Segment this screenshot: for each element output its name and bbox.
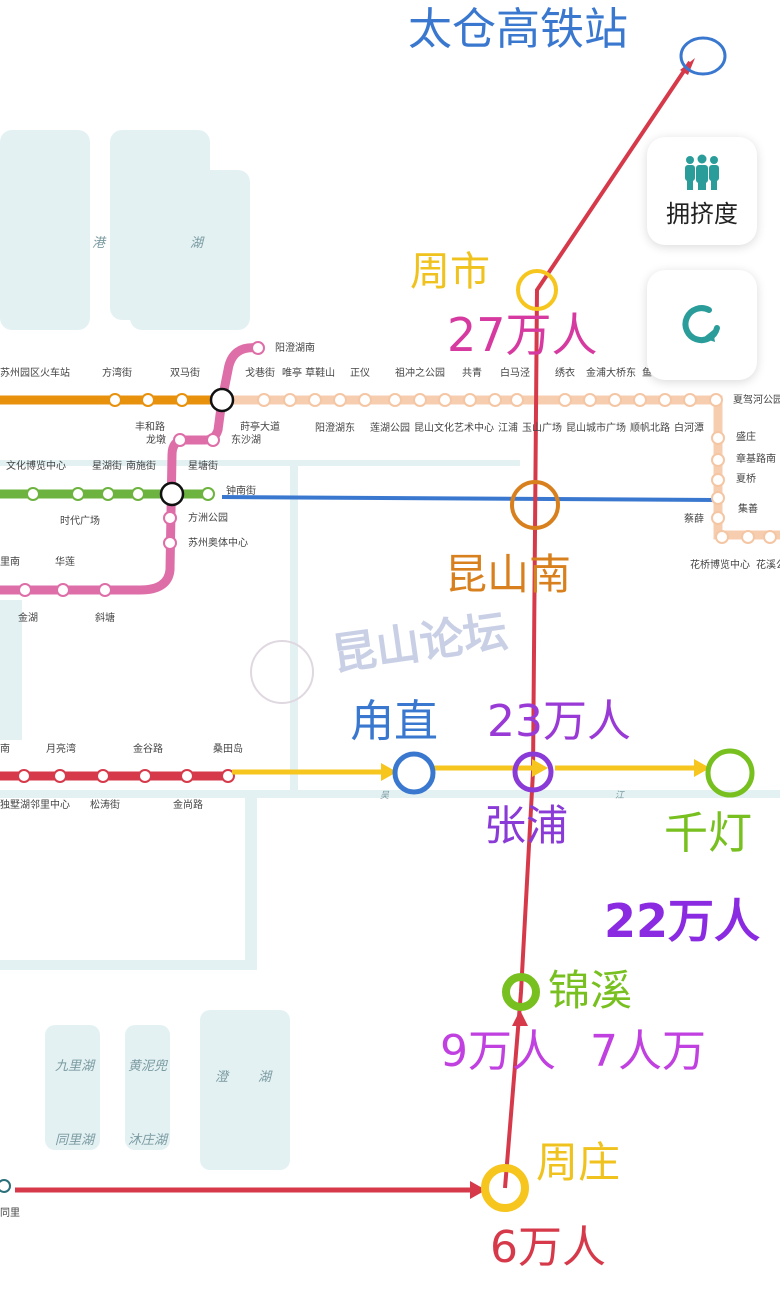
station-label[interactable]: 方洲公园 — [188, 513, 228, 524]
station-label[interactable]: 南 — [0, 744, 10, 755]
station-label[interactable]: 时代广场 — [60, 516, 100, 527]
station-label[interactable]: 阳澄湖南 — [275, 343, 315, 354]
station-label[interactable]: 鱼 — [642, 368, 652, 379]
lake-label: 澄 — [215, 1070, 229, 1085]
station-label[interactable]: 莳亭大道 — [240, 422, 280, 433]
station-label[interactable]: 金湖 — [18, 613, 38, 624]
station-zhouzhuang: 周庄 — [536, 1138, 621, 1187]
count-zhouzhuang: 6万人 — [490, 1222, 606, 1273]
station-label[interactable]: 蔡薛 — [684, 514, 704, 525]
station-label[interactable]: 桑田岛 — [213, 744, 243, 755]
station-label[interactable]: 绣衣 — [555, 368, 575, 379]
station-zhoushi: 周市 — [410, 249, 490, 295]
stations — [0, 341, 777, 1193]
station-label[interactable]: 月亮湾 — [46, 744, 76, 755]
station-label[interactable]: 共青 — [462, 368, 482, 379]
station-label[interactable]: 集善 — [738, 504, 758, 515]
station-label[interactable]: 顺帆北路 — [630, 423, 670, 434]
station-label[interactable]: 星湖街 — [92, 461, 122, 472]
station-label[interactable]: 双马街 — [170, 368, 200, 379]
station-label[interactable]: 松涛街 — [90, 800, 120, 811]
station-label[interactable]: 苏州奥体中心 — [188, 538, 248, 549]
station-label[interactable]: 龙墩 — [146, 435, 166, 446]
crowding-button[interactable]: 拥挤度 — [647, 137, 757, 245]
station-label[interactable]: 白河潭 — [674, 423, 704, 434]
station-label[interactable]: 方湾街 — [102, 368, 132, 379]
lake-label: 同里湖 — [55, 1133, 95, 1148]
station-label[interactable]: 莲湖公园 — [370, 423, 410, 434]
station-label[interactable]: 章基路南 — [736, 454, 776, 465]
count-qiandeng: 22万人 — [604, 894, 761, 948]
lake-label: 吴 — [380, 791, 390, 801]
count-jinxi-2: 7人万 — [590, 1026, 706, 1077]
station-luzhi: 甪直 — [350, 696, 438, 747]
station-label[interactable]: 盛庄 — [736, 432, 756, 443]
station-label[interactable]: 白马泾 — [500, 368, 530, 379]
station-label[interactable]: 里南 — [0, 557, 20, 568]
watermark-logo — [250, 640, 314, 704]
lake-label: 沐庄湖 — [128, 1133, 168, 1148]
station-label[interactable]: 星塘街 — [188, 461, 218, 472]
lake-label: 湖 — [258, 1070, 272, 1085]
station-label[interactable]: 花桥博览中心 — [690, 560, 750, 571]
crowding-label: 拥挤度 — [666, 199, 738, 228]
station-label[interactable]: 东沙湖 — [231, 435, 261, 446]
refresh-icon — [682, 305, 720, 344]
station-label[interactable]: 昆山文化艺术中心 — [414, 423, 494, 434]
lake-label: 江 — [615, 791, 625, 801]
lake-label: 九里湖 — [55, 1059, 95, 1074]
station-label[interactable]: 夏桥 — [736, 474, 756, 485]
blue-line — [221, 495, 716, 502]
lake-label: 黄泥兜 — [128, 1059, 168, 1074]
refresh-button[interactable] — [647, 270, 757, 380]
people-icon — [685, 154, 719, 190]
station-label[interactable]: 独墅湖邻里中心 — [0, 800, 70, 811]
station-kunshannan: 昆山南 — [445, 550, 572, 599]
station-label[interactable]: 斜塘 — [95, 613, 115, 624]
station-label[interactable]: 花溪公 — [756, 560, 780, 571]
station-jinxi: 锦溪 — [548, 966, 633, 1015]
station-label[interactable]: 正仪 — [350, 368, 370, 379]
station-zhangpu: 张浦 — [484, 801, 569, 850]
lake-label: 港 — [92, 236, 106, 251]
station-label[interactable]: 金浦大桥东 — [586, 368, 636, 379]
overlay-stations — [392, 36, 755, 1212]
station-taicang: 太仓高铁站 — [408, 4, 628, 55]
water-areas — [0, 130, 780, 1170]
line4 — [0, 343, 259, 595]
station-qiandeng: 千灯 — [664, 808, 752, 859]
station-label[interactable]: 丰和路 — [135, 422, 165, 433]
station-label[interactable]: 昆山城市广场 — [566, 423, 626, 434]
station-label[interactable]: 唯亭 草鞋山 — [282, 368, 336, 379]
station-label[interactable]: 南施街 — [126, 461, 156, 472]
lake-label: 湖 — [190, 236, 204, 251]
station-label[interactable]: 夏驾河公园 — [733, 395, 780, 406]
count-jinxi: 9万人 — [440, 1026, 556, 1077]
station-label[interactable]: 玉山广场 — [522, 423, 562, 434]
station-label[interactable]: 钟南街 — [226, 486, 256, 497]
count-zhoushi: 27万人 — [447, 308, 598, 362]
arrowheads — [381, 58, 710, 1199]
station-label[interactable]: 华莲 — [55, 557, 75, 568]
station-label[interactable]: 金谷路 — [133, 744, 163, 755]
station-label[interactable]: 祖冲之公园 — [395, 368, 445, 379]
station-label[interactable]: 金尚路 — [173, 800, 203, 811]
station-label[interactable]: 江浦 — [498, 423, 518, 434]
interchange-icon — [159, 387, 235, 507]
station-label[interactable]: 文化博览中心 — [6, 461, 66, 472]
station-label[interactable]: 同里 — [0, 1208, 20, 1219]
station-label[interactable]: 戈巷街 — [245, 368, 275, 379]
count-zhangpu: 23万人 — [487, 696, 631, 747]
station-label[interactable]: 阳澄湖东 — [315, 423, 355, 434]
station-label[interactable]: 苏州园区火车站 — [0, 368, 70, 379]
